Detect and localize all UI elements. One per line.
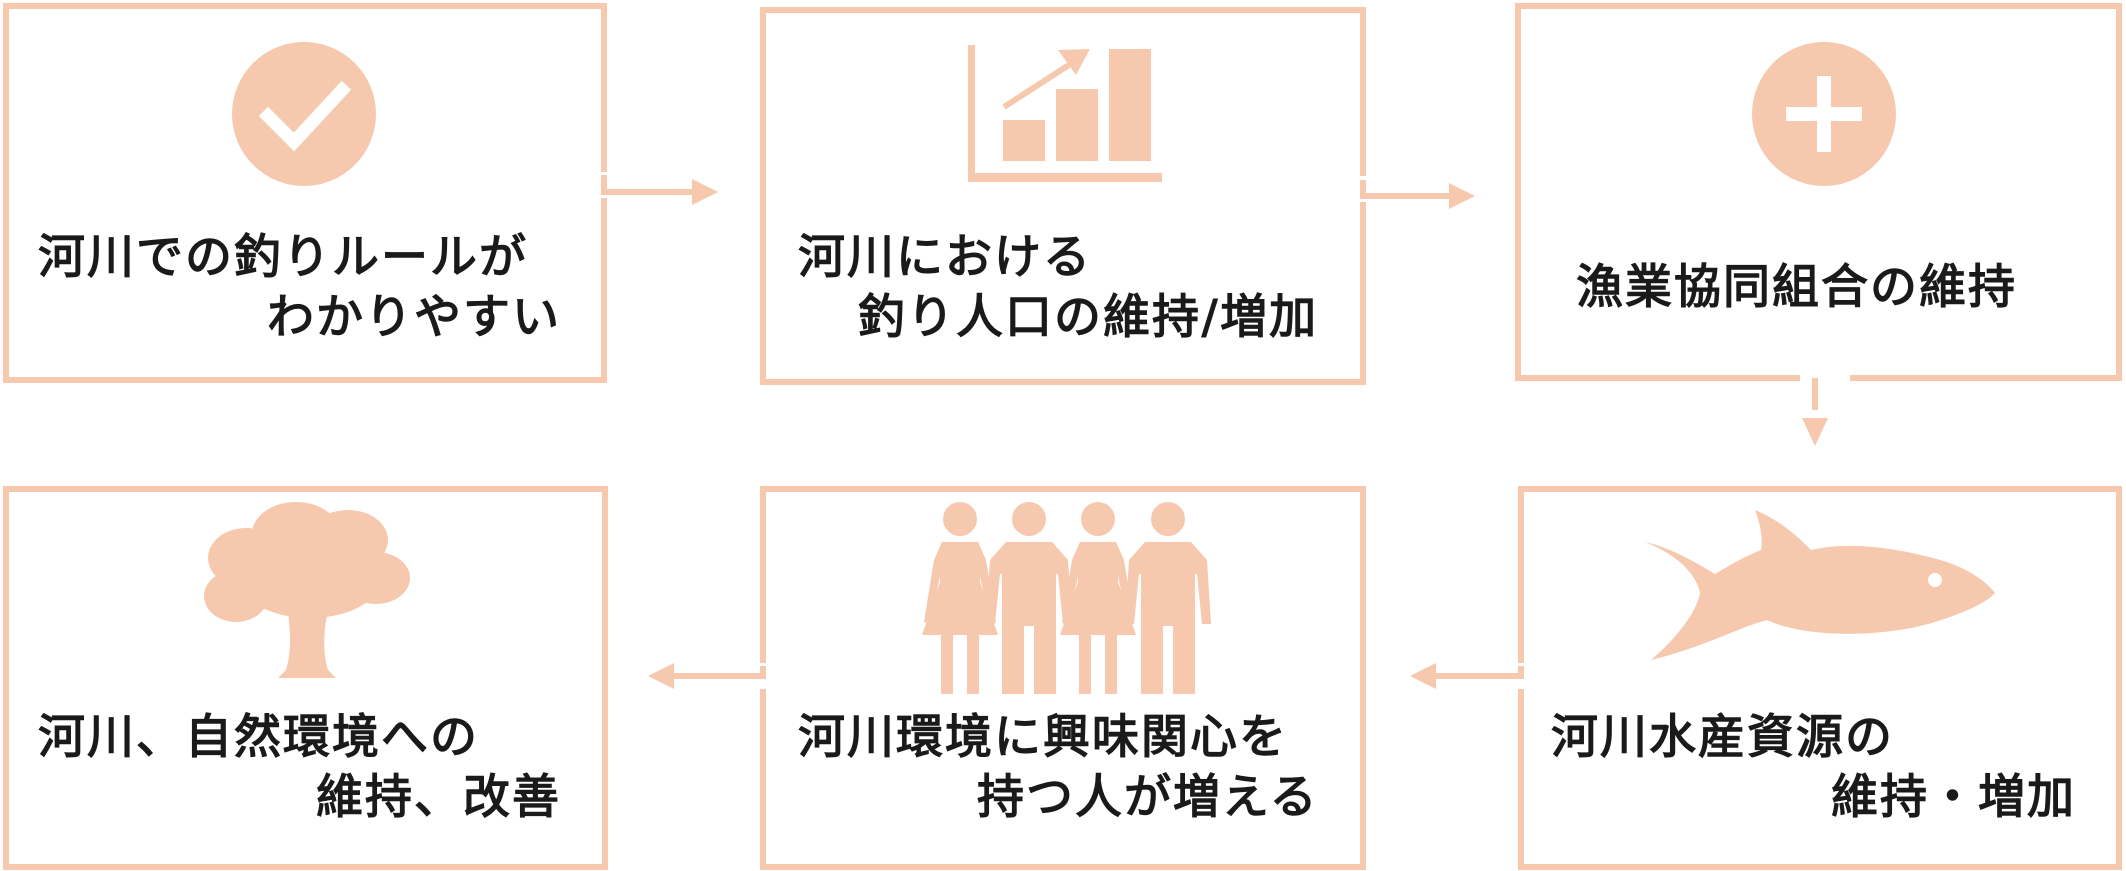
tree-icon: [204, 502, 410, 678]
arrow-5-to-6: [674, 666, 766, 679]
step-5-label-line-1: 河川環境に興味関心を: [798, 710, 1288, 765]
arrow-1-head: [692, 179, 718, 205]
plus-circle-icon: [1752, 42, 1896, 186]
arrow-1-to-2: [601, 175, 695, 195]
step-6-label-line-2: 維持、改善: [316, 770, 561, 825]
arrow-2-to-3: [1360, 180, 1450, 199]
arrow-4-to-5: [1435, 666, 1524, 679]
arrow-3-head: [1802, 418, 1828, 446]
step-1-label-line-2: わかりやすい: [267, 290, 561, 345]
people-group-icon: [922, 502, 1211, 694]
arrow-5-head: [648, 663, 674, 689]
step-1-label-line-1: 河川での釣りルールが: [38, 230, 528, 285]
step-6-box: [3, 486, 608, 870]
growth-chart-icon: [968, 45, 1162, 182]
arrow-4-head: [1410, 663, 1436, 689]
checkmark-circle-icon: [232, 42, 376, 186]
step-4-label-line-2: 維持・増加: [1831, 770, 2076, 825]
step-4-label-line-1: 河川水産資源の: [1551, 710, 1894, 765]
step-6-label-line-1: 河川、自然環境への: [38, 710, 479, 765]
arrow-2-head: [1449, 183, 1475, 209]
step-2-label-line-1: 河川における: [798, 230, 1092, 285]
step-3-label-line-1: 漁業協同組合の維持: [1576, 260, 2017, 315]
step-2-label-line-2: 釣り人口の維持/増加: [858, 290, 1319, 345]
fish-icon: [1645, 510, 1995, 660]
step-5-label-line-2: 持つ人が増える: [977, 770, 1319, 825]
